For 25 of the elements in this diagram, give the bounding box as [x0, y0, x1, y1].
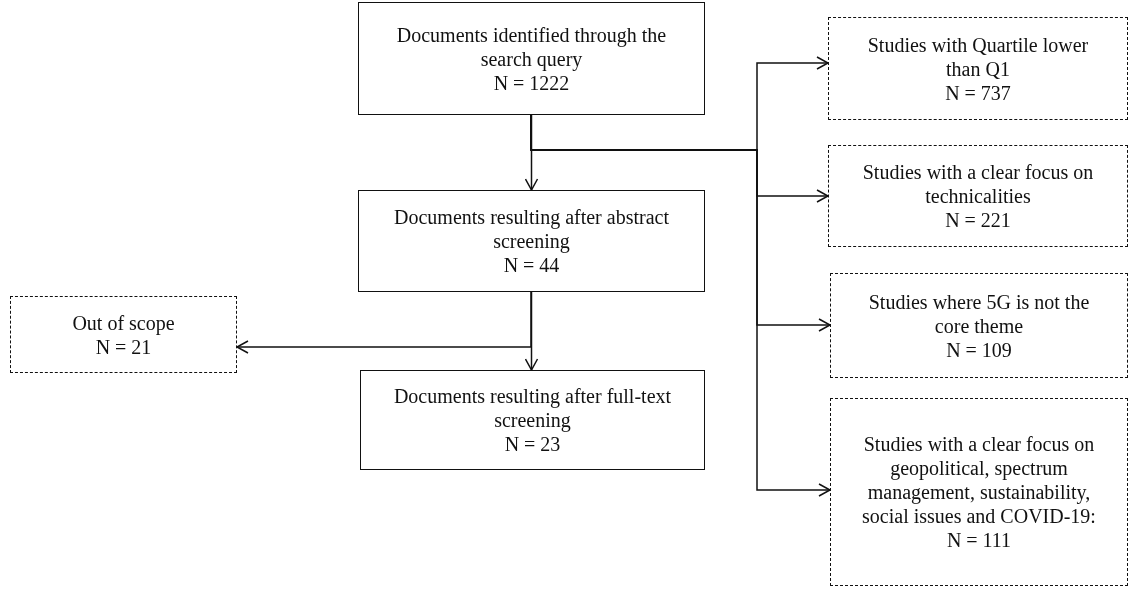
process-box [358, 190, 705, 292]
box-text: Studies with a clear focus on geopolitical, spectrum management, sustainability, social issues and COVID-19: [861, 432, 1097, 528]
box-text: Studies with a clear focus on technicalities [861, 160, 1095, 208]
box-text: Out of scope [72, 310, 175, 335]
count-text: N = 109 [946, 337, 1012, 362]
count-text: N = 737 [945, 80, 1011, 105]
arrow [236, 291, 532, 354]
box-text: Documents resulting after abstract screening [393, 205, 670, 253]
excluded-box [10, 296, 237, 373]
box-text: Studies with Quartile lower than Q1 [866, 32, 1090, 81]
process-box [360, 370, 705, 470]
box-text: Studies where 5G is not the core theme [867, 289, 1091, 338]
box-text: Documents resulting after full-text screening [392, 384, 673, 432]
count-text: N = 21 [95, 335, 152, 359]
box-text: Documents identified through the search query [395, 22, 668, 71]
count-text: N = 221 [945, 208, 1011, 232]
count-text: N = 1222 [493, 71, 570, 95]
count-text: N = 111 [946, 528, 1012, 552]
count-text: N = 23 [504, 432, 561, 456]
count-text: N = 44 [503, 253, 560, 277]
excluded-box [828, 17, 1128, 120]
excluded-box [828, 145, 1128, 247]
excluded-box [830, 273, 1128, 378]
process-box [358, 2, 705, 115]
excluded-box [830, 398, 1128, 586]
